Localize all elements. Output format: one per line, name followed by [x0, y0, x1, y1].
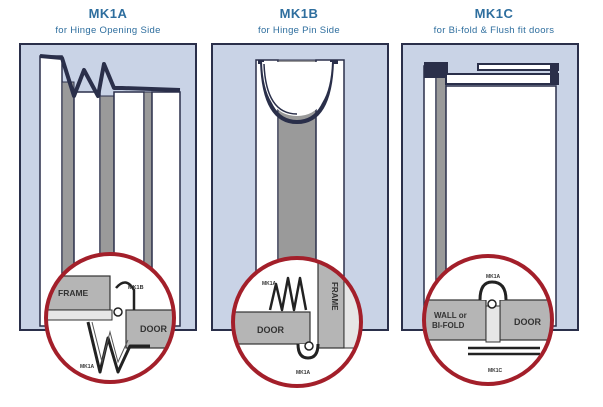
- mk1c-title: MK1C: [474, 6, 514, 21]
- mk1a-caption: for Hinge Opening Side: [55, 25, 161, 36]
- bifold-label: BI-FOLD: [432, 321, 465, 330]
- mk1b-caption: for Hinge Pin Side: [258, 25, 340, 36]
- frame-label: FRAME: [58, 288, 89, 298]
- mk1a-detail-circle: FRAME DOOR MK1B MK1A: [44, 252, 176, 384]
- door-label: DOOR: [514, 317, 542, 327]
- frame-label: FRAME: [330, 282, 339, 311]
- kit-label: MK1C: [488, 368, 503, 374]
- mk1a-title: MK1A: [88, 6, 128, 21]
- kit-label: MK1A: [262, 281, 277, 287]
- mk1c-detail-circle: WALL or BI-FOLD DOOR MK1A MK1C: [422, 254, 554, 386]
- kit-label: MK1A: [80, 364, 95, 370]
- wall-label: WALL or: [434, 311, 467, 320]
- door-label: DOOR: [140, 324, 168, 334]
- mk1b-detail-circle: DOOR FRAME MK1A MK1A: [231, 256, 363, 388]
- mk1c-caption: for Bi-fold & Flush fit doors: [433, 25, 555, 36]
- door-label: DOOR: [257, 325, 285, 335]
- kit-label: MK1A: [486, 274, 501, 280]
- kit-label: MK1A: [296, 370, 311, 376]
- kit-label: MK1B: [128, 285, 144, 291]
- mk1b-title: MK1B: [279, 6, 319, 21]
